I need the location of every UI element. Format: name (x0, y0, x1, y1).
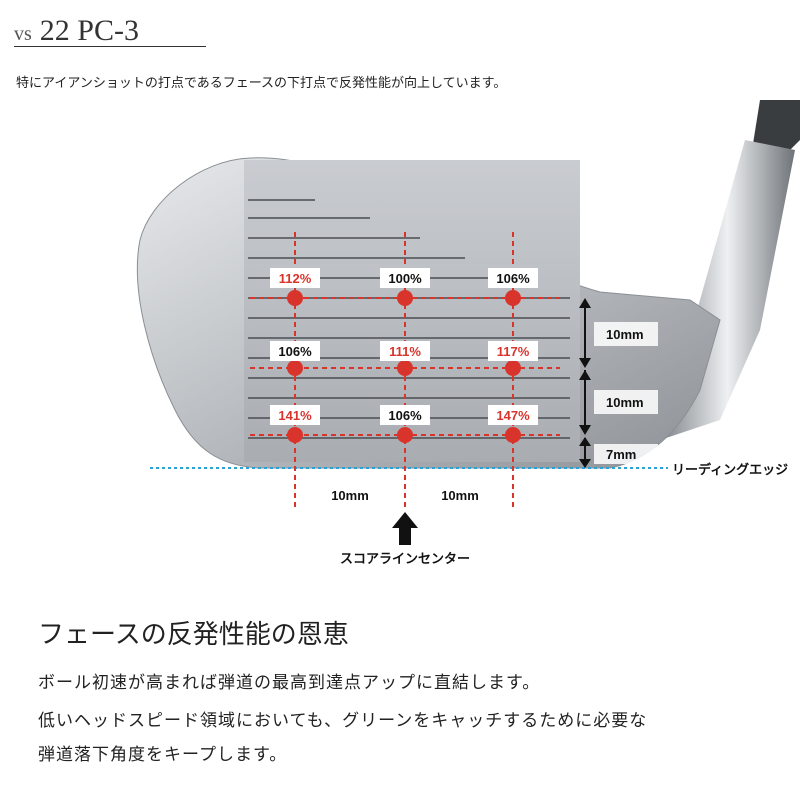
hdim-2: 10mm (441, 488, 479, 503)
hdim-1: 10mm (331, 488, 369, 503)
value-r1c1: 112% (279, 271, 312, 286)
value-r1c3: 106% (496, 271, 530, 286)
vertical-dim-labels: 10mm 10mm 7mm (594, 322, 658, 464)
score-line-center-arrow (392, 512, 418, 545)
value-r2c1: 106% (278, 344, 312, 359)
body-line-2: 低いヘッドスピード領域においても、グリーンをキャッチするために必要な (38, 711, 648, 731)
body-line-3: 弾道落下角度をキープします。 (38, 745, 288, 765)
score-line-center-label: スコアラインセンター (340, 551, 470, 566)
value-labels: 112% 100% 106% 106% 111% 117% 141% 106% … (270, 268, 538, 425)
value-r3c3: 147% (496, 408, 530, 423)
value-r3c1: 141% (278, 408, 312, 423)
vdim-2: 10mm (606, 395, 644, 410)
iron-face-diagram: 112% 100% 106% 106% 111% 117% 141% 106% … (136, 100, 800, 566)
vdim-3: 7mm (606, 447, 636, 462)
value-r2c2: 111% (389, 344, 421, 359)
impact-points (287, 290, 521, 443)
value-r2c3: 117% (497, 344, 530, 359)
shaft (752, 100, 800, 150)
value-r3c2: 106% (388, 408, 422, 423)
model-name: 22 PC-3 (39, 14, 139, 47)
value-r1c2: 100% (388, 271, 422, 286)
page-title: vs 22 PC-3 (14, 14, 139, 48)
leading-edge-label: リーディングエッジ (672, 462, 788, 477)
description-text: 特にアイアンショットの打点であるフェースの下打点で反発性能が向上しています。 (16, 76, 507, 91)
vdim-1: 10mm (606, 327, 644, 342)
title-underline (14, 46, 206, 47)
vertical-dimensions (579, 298, 591, 468)
section-title: フェースの反発性能の恩恵 (38, 620, 349, 650)
body-line-1: ボール初速が高まれば弾道の最高到達点アップに直結します。 (38, 673, 541, 693)
title-prefix: vs (14, 23, 32, 45)
